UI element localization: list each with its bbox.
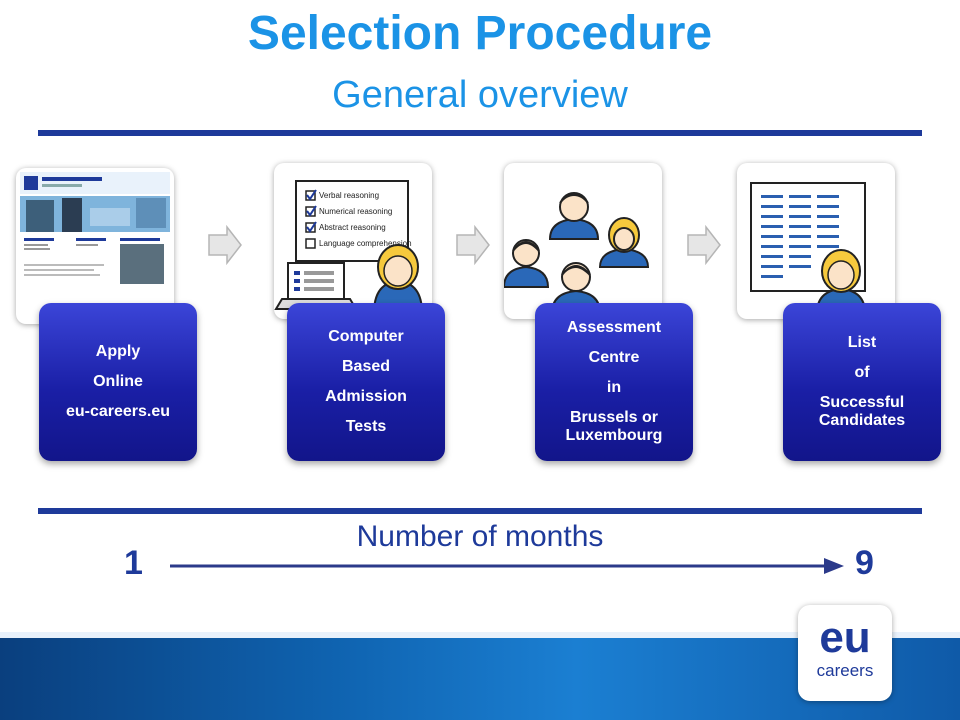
step-computer-based-tests: Computer Based Admission Tests [287, 303, 445, 461]
timeline-arrow-icon [170, 558, 844, 574]
group-people-illustration [504, 192, 650, 314]
logo-careers-text: careers [816, 661, 874, 680]
step-successful-candidates: List of Successful Candidates [783, 303, 941, 461]
checklist-item-3: Abstract reasoning [319, 223, 386, 232]
bottom-divider [38, 508, 922, 514]
step-label: Admission [325, 388, 407, 405]
footer-highlight [0, 632, 960, 638]
timeline-start: 1 [124, 544, 143, 582]
step-label: Computer [328, 328, 404, 345]
step-label: in [606, 379, 622, 396]
flow-arrow-icon [208, 225, 242, 265]
checklist-laptop-illustration: Verbal reasoning Numerical reasoning Abs… [274, 180, 424, 314]
step-label: Tests [345, 418, 387, 435]
page-subtitle: General overview [332, 74, 628, 116]
page-title: Selection Procedure [247, 7, 713, 60]
step-label: of [854, 364, 870, 381]
timeline-end: 9 [855, 544, 874, 582]
step-label: Assessment [566, 319, 662, 336]
step-label: Centre [588, 349, 640, 366]
step-label: Brussels or Luxembourg [565, 409, 663, 444]
step-label: List [847, 334, 877, 351]
list-illustration-card [737, 163, 895, 319]
flow-arrow-icon [687, 225, 721, 265]
checklist-item-4: Language comprehension [319, 239, 412, 248]
step-assessment-centre: Assessment Centre in Brussels or Luxembo… [535, 303, 693, 461]
website-screenshot-card [16, 168, 174, 324]
step-label: Online [93, 373, 143, 390]
flow-arrow-icon [456, 225, 490, 265]
tests-illustration-card: Verbal reasoning Numerical reasoning Abs… [274, 163, 432, 319]
assessment-illustration-card [504, 163, 662, 319]
logo-eu-text: eu [819, 613, 871, 662]
list-document-illustration [750, 182, 867, 314]
step-apply-online: Apply Online eu-careers.eu [39, 303, 197, 461]
website-screenshot-image [20, 172, 170, 284]
checklist-item-1: Verbal reasoning [319, 191, 379, 200]
eu-careers-logo: eu careers [798, 605, 892, 701]
step-label: Apply [95, 343, 141, 360]
checklist-item-2: Numerical reasoning [319, 207, 392, 216]
step-label: Based [341, 358, 391, 375]
top-divider [38, 130, 922, 136]
timeline-label: Number of months [356, 520, 604, 553]
step-label: Successful Candidates [818, 394, 906, 429]
step-label: eu-careers.eu [65, 403, 171, 420]
